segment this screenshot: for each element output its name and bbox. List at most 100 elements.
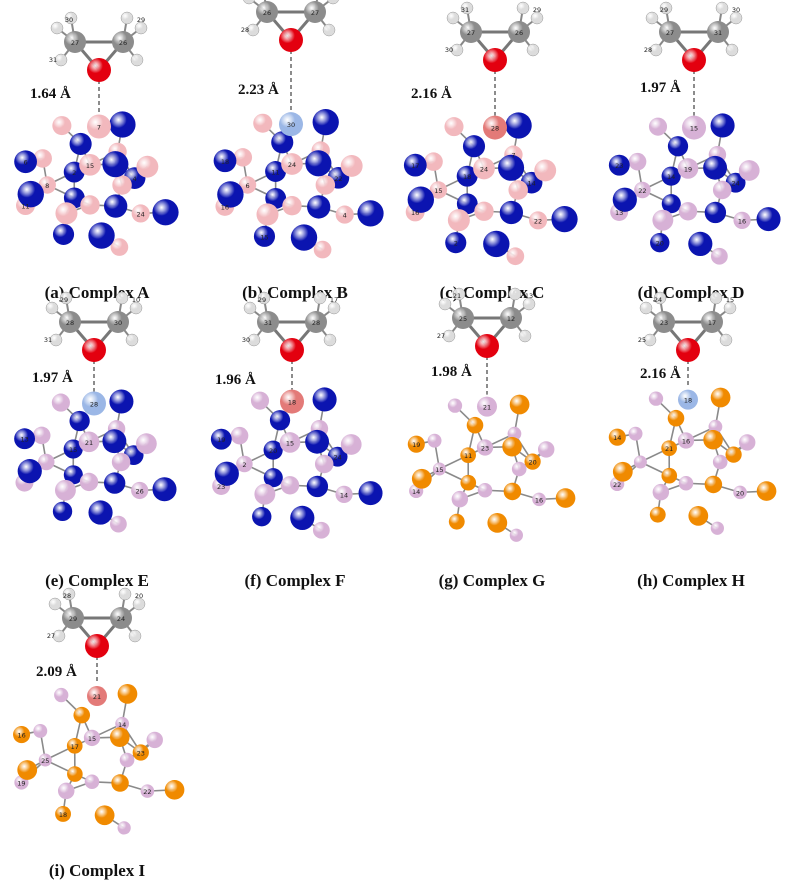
boron-atom bbox=[335, 205, 354, 224]
boron-atom bbox=[733, 211, 751, 229]
boron-atom bbox=[710, 247, 728, 265]
boron-atom bbox=[119, 752, 135, 768]
boron-atom bbox=[111, 452, 131, 472]
panel-complex-b: 28292627313024184111622615 2.23 Å (b) Co… bbox=[200, 0, 390, 302]
atom-number-label: 15 bbox=[88, 735, 96, 743]
hydrogen-atom bbox=[125, 333, 139, 347]
atom-number-label: 16 bbox=[535, 496, 543, 504]
oxygen-atom bbox=[682, 48, 706, 72]
nitrogen-atom bbox=[63, 439, 83, 459]
nitrogen-atom bbox=[265, 161, 287, 182]
atom-number-label: 28 bbox=[241, 26, 249, 34]
boron-atom bbox=[427, 433, 442, 448]
boron-atom bbox=[313, 240, 332, 259]
atom-number-label: 28 bbox=[63, 592, 71, 600]
hydrogen-atom bbox=[132, 597, 146, 611]
atom-number-label: 28 bbox=[644, 46, 652, 54]
boron-atom bbox=[424, 152, 443, 171]
boron-atom bbox=[236, 455, 253, 473]
boron-atom bbox=[511, 461, 527, 477]
phosphorus-atom bbox=[132, 744, 149, 761]
carbon-atom bbox=[701, 311, 723, 333]
boron-atom bbox=[33, 724, 48, 738]
nitrogen-atom bbox=[703, 155, 728, 180]
adsorbate-molecule bbox=[48, 587, 146, 658]
nitrogen-atom bbox=[483, 230, 510, 258]
atom-number-label: 19 bbox=[217, 436, 225, 444]
nitrogen-atom bbox=[357, 200, 384, 227]
cage-atoms bbox=[14, 389, 177, 533]
phosphorus-atom bbox=[13, 726, 31, 744]
bond-distance-label: 2.23 Å bbox=[238, 82, 279, 98]
nitrogen-atom bbox=[505, 112, 532, 139]
nitrogen-atom bbox=[661, 194, 681, 214]
nitrogen-atom bbox=[104, 194, 128, 218]
adsorbate-molecule bbox=[243, 291, 341, 362]
atom-number-label: 27 bbox=[311, 9, 319, 17]
nitrogen-atom bbox=[462, 135, 486, 158]
atom-number-label: 22 bbox=[613, 481, 621, 489]
boron-atom bbox=[739, 434, 756, 451]
phosphorus-atom bbox=[661, 467, 678, 484]
atom-number-label: 22 bbox=[534, 217, 542, 225]
boron-atom bbox=[477, 483, 493, 498]
nitrogen-atom bbox=[608, 154, 630, 176]
boron-atom bbox=[340, 434, 362, 455]
atom-number-label: 18 bbox=[463, 173, 471, 181]
hydrogen-atom bbox=[719, 333, 733, 347]
atom-number-label: 6 bbox=[245, 182, 249, 190]
carbon-atom bbox=[257, 311, 279, 333]
atom-number-label: 7 bbox=[511, 152, 515, 160]
nitrogen-atom bbox=[305, 429, 330, 454]
adsorbate-molecule bbox=[639, 291, 737, 362]
nitrogen-atom bbox=[109, 111, 136, 138]
hydrogen-atom bbox=[438, 297, 452, 311]
boron-atom bbox=[474, 201, 494, 221]
atom-number-label: 16 bbox=[221, 203, 229, 211]
adsorbate-molecule bbox=[645, 1, 743, 72]
hydrogen-atom bbox=[649, 43, 663, 57]
atom-number-label: 22 bbox=[334, 175, 342, 183]
boron-atom bbox=[254, 483, 276, 505]
nitrogen-atom bbox=[307, 195, 331, 219]
phosphorus-atom bbox=[661, 440, 677, 457]
boron-atom bbox=[117, 821, 131, 835]
hydrogen-atom bbox=[508, 287, 522, 301]
atom-number-label: 22 bbox=[143, 788, 151, 796]
adsorbate-molecule bbox=[446, 1, 544, 72]
atom-number-label: 15 bbox=[690, 125, 698, 133]
nitrogen-atom bbox=[499, 200, 524, 225]
boron-atom bbox=[110, 515, 127, 533]
boron-atom bbox=[710, 521, 724, 535]
oxygen-atom bbox=[85, 634, 109, 658]
oxygen-atom bbox=[87, 58, 111, 82]
boron-atom bbox=[112, 175, 132, 195]
phosphorus-atom bbox=[487, 513, 508, 533]
hydrogen-atom bbox=[247, 333, 261, 347]
boron-atom bbox=[476, 439, 494, 456]
hydrogen-atom bbox=[257, 291, 271, 305]
nitrogen-atom bbox=[403, 153, 427, 177]
hydrogen-atom bbox=[645, 11, 659, 25]
phosphorus-atom bbox=[164, 780, 185, 800]
hydrogen-atom bbox=[322, 23, 336, 37]
atom-number-label: 27 bbox=[467, 29, 475, 37]
atom-number-label: 24 bbox=[137, 210, 145, 218]
boron-atom bbox=[677, 432, 695, 449]
phosphorus-atom bbox=[460, 474, 477, 491]
boron-atom bbox=[233, 148, 253, 167]
nitrogen-atom bbox=[498, 154, 525, 181]
hydrogen-atom bbox=[715, 1, 729, 15]
phosphorus-atom bbox=[612, 461, 633, 482]
atom-number-label: 18 bbox=[684, 397, 692, 405]
boron-atom bbox=[79, 472, 99, 492]
atom-number-label: 11 bbox=[464, 452, 472, 460]
binding-boron-atom bbox=[477, 396, 497, 417]
nitrogen-atom bbox=[445, 232, 467, 254]
